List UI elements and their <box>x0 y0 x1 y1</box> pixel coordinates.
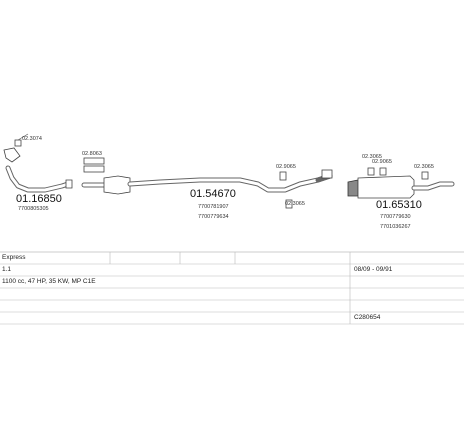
catalyst-icon <box>103 175 131 195</box>
middle-section <box>81 157 333 195</box>
hanger-icon-5 <box>421 171 429 180</box>
info-model: Express <box>2 254 26 261</box>
info-code: C280654 <box>354 314 381 321</box>
hanger-icon-2 <box>285 199 293 209</box>
gasket-icon <box>14 139 22 147</box>
clamp-icon-2 <box>83 157 105 165</box>
part-number-p1: 01.16850 <box>16 193 62 205</box>
info-variant: 1.1 <box>2 266 12 273</box>
ref-r7: 02.3065 <box>414 164 434 170</box>
part-ref-p2-2: 7700779634 <box>198 214 229 220</box>
clamp-icon <box>65 179 73 189</box>
flange-icon <box>3 147 21 163</box>
clamp-icon-3 <box>83 165 105 173</box>
hanger-icon-4 <box>379 167 387 176</box>
info-grid <box>0 251 464 325</box>
info-date-range: 08/09 - 09/91 <box>354 266 393 273</box>
rear-section <box>315 167 455 199</box>
part-ref-p3-2: 7701036267 <box>380 224 411 230</box>
ref-r1: 02.3074 <box>22 136 42 142</box>
front-pipe <box>3 139 73 193</box>
ref-r6: 02.9065 <box>372 159 392 165</box>
silencer-icon <box>357 175 415 199</box>
clamp-icon-4 <box>321 169 333 179</box>
part-number-p2: 01.54670 <box>190 188 236 200</box>
ref-r4: 02.3065 <box>285 201 305 207</box>
ref-r5: 02.3065 <box>362 154 382 160</box>
part-number-p3: 01.65310 <box>376 199 422 211</box>
hanger-icon-3 <box>367 167 375 176</box>
ref-r2: 02.8063 <box>82 151 102 157</box>
silencer-flange-icon <box>347 179 359 197</box>
part-ref-p3-1: 7700779630 <box>380 214 411 220</box>
part-ref-p1: 7700805305 <box>18 206 49 212</box>
info-engine: 1100 cc, 47 HP, 35 KW, MP C1E <box>2 278 96 285</box>
part-ref-p2-1: 7700781907 <box>198 204 229 210</box>
hanger-icon <box>279 171 287 181</box>
ref-r3: 02.9065 <box>276 164 296 170</box>
